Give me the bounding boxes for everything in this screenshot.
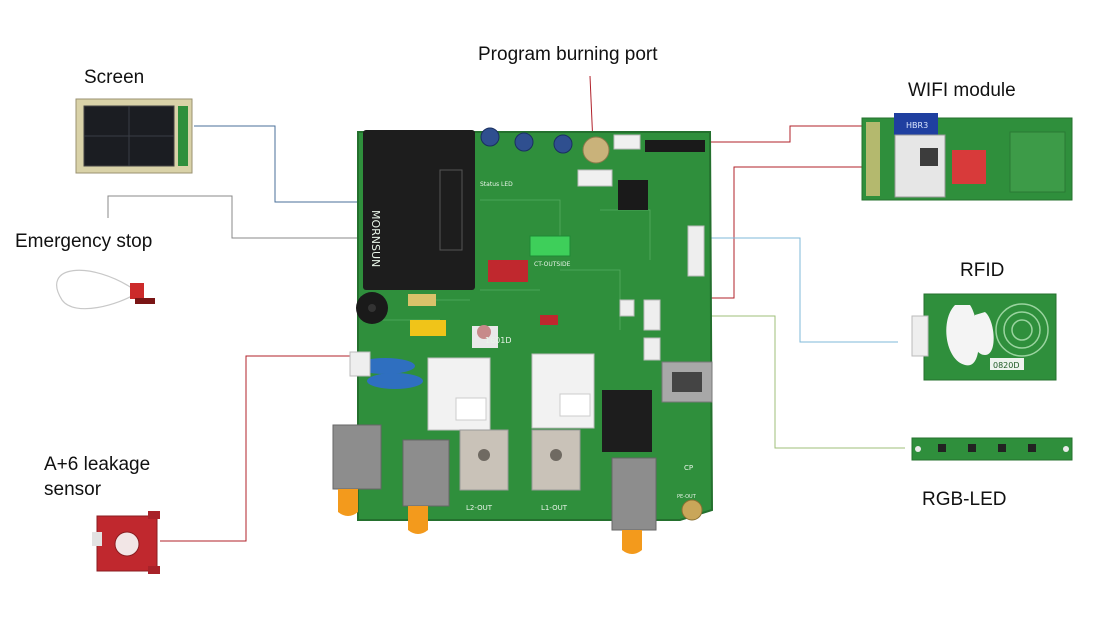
rgb-led-device: [911, 437, 1073, 461]
small-relay: [488, 260, 528, 282]
emergency-stop-device: [56, 269, 155, 310]
pe-out-label: PE-OUT: [677, 494, 697, 500]
rfid-header-connector: [687, 225, 705, 277]
connector-lines: [107, 75, 905, 542]
l1-out-label: L1-OUT: [541, 504, 568, 512]
power-module: MORNSUN: [363, 130, 475, 290]
rgb-led-label: RGB-LED: [922, 489, 1007, 510]
capacitors: [480, 127, 573, 154]
main-control-board: MORNSUN CT-OUTSIDE Status LED: [332, 127, 714, 554]
board-id-label: 1601D: [485, 336, 512, 345]
emergency-connector-line: [107, 195, 362, 239]
l2-out-label: L2-OUT: [466, 504, 493, 512]
mcu-chip: [618, 180, 648, 210]
screen-label: Screen: [84, 67, 145, 88]
current-transformer: [602, 390, 652, 452]
wifi-connector-line-bottom: [704, 166, 862, 299]
program-burning-port-connector: [577, 134, 641, 187]
leakage-connector-line: [160, 355, 362, 542]
leakage-sensor-device: [92, 511, 160, 574]
rfid-connector-line: [704, 237, 898, 343]
wifi-connector-line-top: [700, 125, 862, 143]
program-burning-port-label: Program burning port: [478, 44, 658, 65]
rgb-connector-line: [704, 315, 905, 449]
wifi-chip-label: HBR3: [906, 121, 928, 130]
power-module-brand: MORNSUN: [369, 210, 382, 267]
ct-outside-label: CT-OUTSIDE: [534, 261, 571, 268]
main-relay-left: [427, 357, 491, 431]
pe-terminal: [681, 499, 703, 521]
wifi-header-connector: [645, 140, 705, 152]
emergency-stop-label: Emergency stop: [15, 231, 153, 252]
ct-terminal: [529, 235, 571, 257]
wifi-module-label: WIFI module: [908, 80, 1016, 101]
leakage-sensor-label-line2: sensor: [44, 479, 102, 500]
rfid-label: RFID: [960, 260, 1005, 281]
wifi-module-device: HBR3: [861, 113, 1073, 201]
rfid-code-label: 0820D: [993, 361, 1020, 370]
cp-label: CP: [684, 464, 693, 472]
main-relay-right: [531, 353, 595, 429]
leakage-sensor-label-line1: A+6 leakage: [44, 454, 151, 475]
rgb-header-connector: [643, 299, 661, 331]
terminal-blocks: [332, 424, 657, 554]
rfid-module-device: 0820D: [911, 293, 1057, 381]
status-led-label: Status LED: [480, 181, 513, 188]
screen-module: [75, 98, 193, 174]
screen-connector-line: [194, 125, 362, 203]
